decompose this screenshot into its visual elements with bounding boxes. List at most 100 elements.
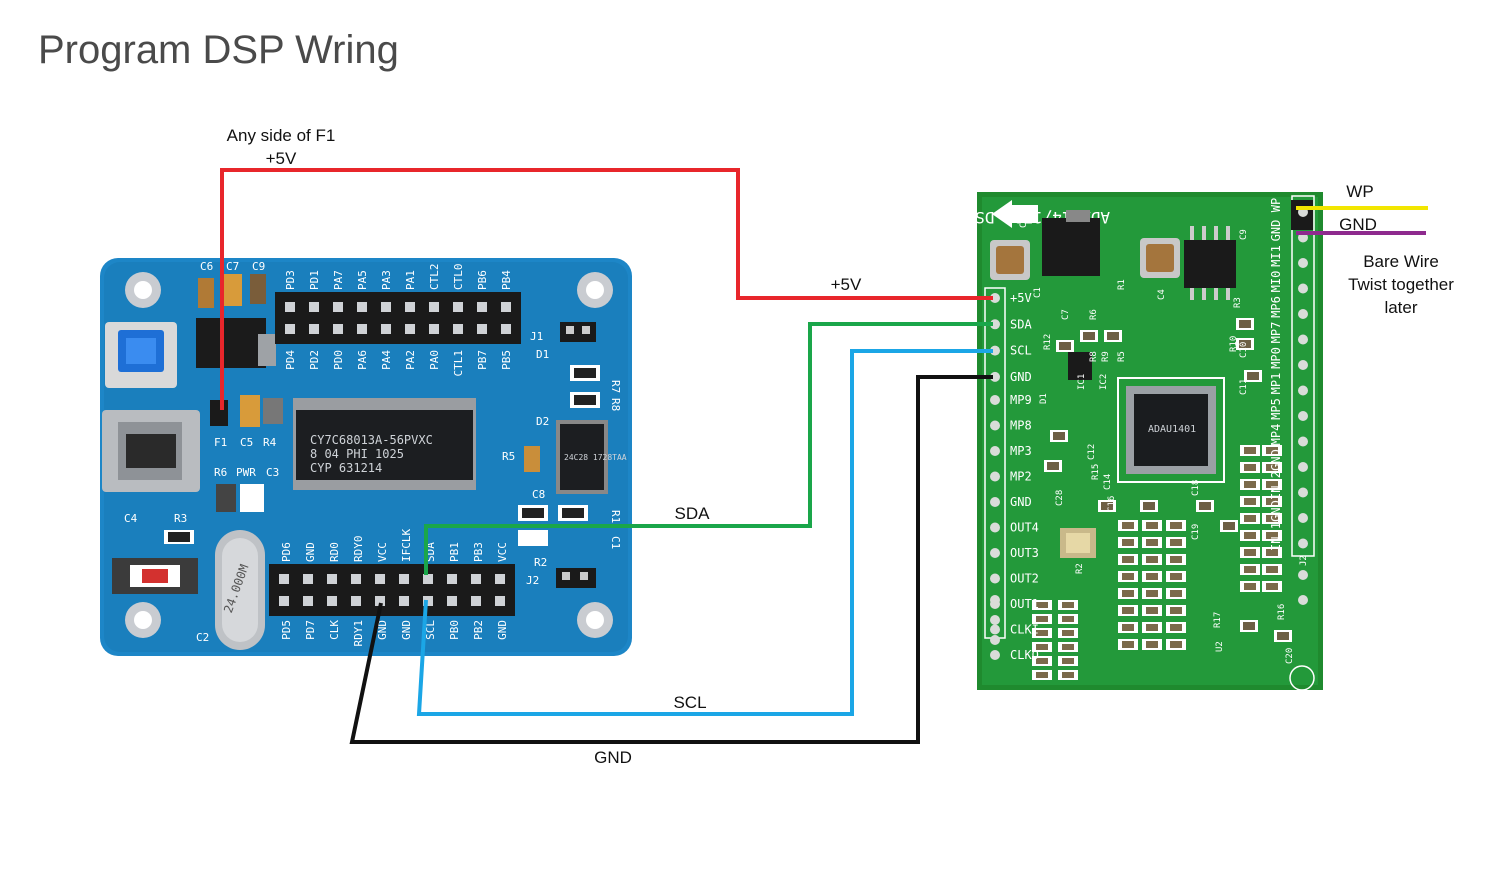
dsp-component-label: U2 — [1215, 641, 1225, 652]
dsp-component-label: C4 — [1157, 289, 1167, 300]
dsp-component-label: C7 — [1061, 309, 1071, 320]
dsp-component-label: IC2 — [1099, 374, 1109, 390]
smd-part-body — [1170, 556, 1182, 563]
pin-pad — [1298, 513, 1308, 523]
dsp-right-pin-label: MI1 — [1269, 245, 1283, 267]
dsp-component-label: C1 — [1033, 287, 1043, 298]
dsp-component-label: R5 — [1117, 351, 1127, 362]
wire-scl — [416, 349, 993, 716]
smd-part-body — [1062, 630, 1074, 636]
mounting-hole — [125, 272, 613, 638]
dsp-component-label: R6 — [1089, 309, 1099, 320]
pin-pad — [1298, 283, 1308, 294]
smd-part-body — [1083, 332, 1095, 340]
wires — [220, 168, 1428, 744]
smd-part-body — [1170, 590, 1182, 597]
component-label: C4 — [124, 512, 138, 525]
header-pin-label: VCC — [376, 542, 389, 562]
smd-part-body — [1170, 522, 1182, 529]
header-pin — [285, 324, 295, 334]
smd-part-body — [1122, 641, 1134, 648]
dsp-eeprom — [1184, 226, 1236, 300]
dsp-component-label: C18 — [1191, 480, 1201, 496]
dsp-component-label: C5 — [1019, 217, 1029, 228]
component-label: C2 — [196, 631, 209, 644]
dsp-component-label: C19 — [1191, 524, 1201, 540]
smd-part-body — [1146, 573, 1158, 580]
adau1401-chip: ADAU1401 — [1117, 377, 1225, 483]
header-pin-label: PD2 — [308, 350, 321, 370]
component-label: C6 — [200, 260, 213, 273]
header-pin-label: PA3 — [380, 270, 393, 290]
smd-part-body — [1062, 658, 1074, 664]
dsp-right-pin-label: MP5 — [1269, 398, 1283, 420]
dsp-component-label: C10 — [1239, 342, 1249, 358]
header-pin — [375, 596, 385, 606]
header-pin — [381, 324, 391, 334]
header-pin — [447, 596, 457, 606]
header-pin-label: PB2 — [472, 620, 485, 640]
smd-part-body — [1036, 630, 1048, 636]
header-pin-label: PD1 — [308, 270, 321, 290]
header-pin — [279, 596, 289, 606]
component-label: C7 — [226, 260, 239, 273]
header-pin-label: PB0 — [448, 620, 461, 640]
header-pin-label: PA7 — [332, 270, 345, 290]
smd-part-body — [1036, 616, 1048, 622]
dsp-left-pin-label: CLKO — [1010, 648, 1039, 662]
header-pin-label: RD0 — [328, 542, 341, 562]
smd-part-body — [1244, 498, 1256, 505]
smd-part-body — [1266, 447, 1278, 454]
smd-part-body — [1059, 342, 1071, 350]
dsp-left-pin-label: OUT3 — [1010, 546, 1039, 560]
smd-part-body — [1247, 372, 1259, 380]
smd-part-body — [1244, 532, 1256, 539]
smd-part-body — [1170, 607, 1182, 614]
header-pin — [495, 596, 505, 606]
smd-part-body — [1239, 320, 1251, 328]
pin-pad — [990, 371, 1000, 382]
component-label: J2 — [526, 574, 539, 587]
header-pin-label: PA1 — [404, 270, 417, 290]
pin-pad — [990, 573, 1000, 584]
header-pin — [429, 324, 439, 334]
header-pin-label: PD6 — [280, 542, 293, 562]
header-pin — [351, 574, 361, 584]
page-title: Program DSP Wring — [38, 28, 399, 72]
pin-pad — [1298, 538, 1308, 549]
label-gnd: GND — [594, 748, 632, 767]
header-pin — [471, 574, 481, 584]
header-pin-label: PA6 — [356, 350, 369, 370]
component-label: C8 — [532, 488, 545, 501]
header-pin-label: CLK — [328, 620, 341, 640]
smd-part-body — [1146, 556, 1158, 563]
jumper-j1 — [560, 322, 596, 342]
dsp-right-pin-label: WP — [1269, 198, 1283, 212]
dsp-component-label: C12 — [1087, 444, 1097, 460]
header-pin-label: RDY0 — [352, 536, 365, 563]
dsp-left-pin-label: MP9 — [1010, 393, 1032, 407]
dsp-component-label: R1 — [1117, 279, 1127, 290]
jumper-j2 — [556, 568, 596, 588]
header-pin-label: PB6 — [476, 270, 489, 290]
smd-part-body — [1266, 464, 1278, 471]
component-label: C1 — [609, 536, 622, 549]
dsp-component-label: R2 — [1075, 563, 1085, 574]
smd-part-body — [1266, 481, 1278, 488]
component-label: D2 — [536, 415, 549, 428]
component-label: R8 — [609, 398, 622, 411]
header-pin-label: PD0 — [332, 350, 345, 370]
header-pin-label: GND — [496, 620, 509, 640]
pin-pad — [990, 319, 1000, 330]
header-pin — [405, 324, 415, 334]
smd-part-body — [1146, 607, 1158, 614]
dsp-right-pin-label: GND — [1269, 449, 1283, 471]
dsp-left-pin-label: OUT4 — [1010, 521, 1039, 535]
dsp-right-pin-label: GND — [1269, 500, 1283, 522]
header-pin-label: PA4 — [380, 350, 393, 370]
smd-part-body — [1122, 624, 1134, 631]
header-pin — [327, 596, 337, 606]
smd-part-body — [1199, 502, 1211, 510]
header-pin — [279, 574, 289, 584]
